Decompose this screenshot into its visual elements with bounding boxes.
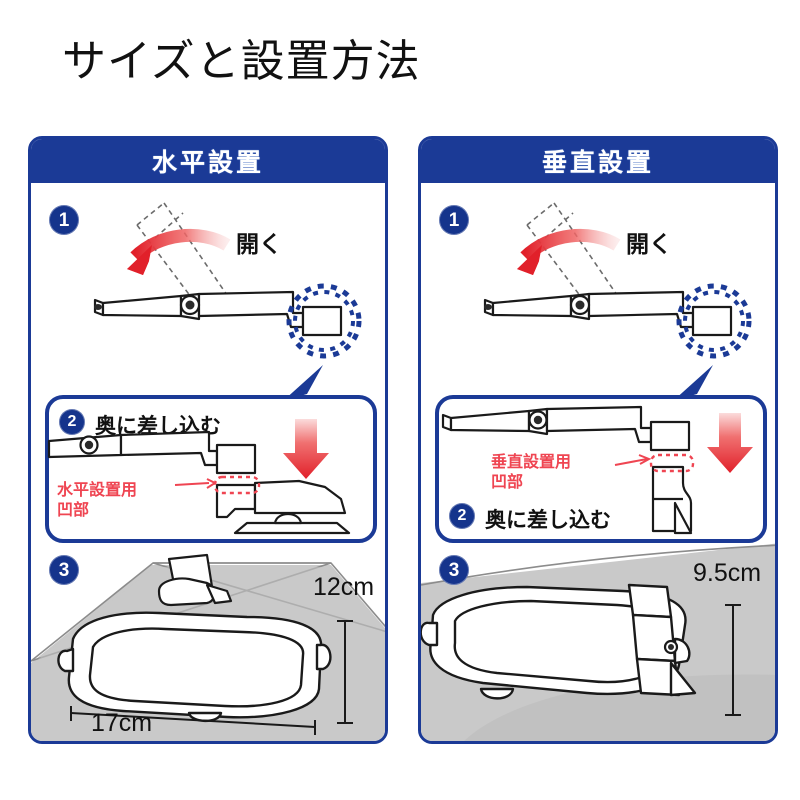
panel-horizontal-install: 水平設置 1 開く: [28, 136, 388, 744]
vertical-step-1-illustration: [483, 202, 752, 359]
panel-vertical-header-label: 垂直設置: [541, 149, 654, 177]
panel-horizontal-body: 1 開く: [31, 183, 385, 741]
horizontal-red-note-line1: 水平設置用: [57, 482, 138, 499]
vertical-dimension-lines: [725, 604, 741, 716]
horizontal-step-2-illustration: [47, 419, 351, 535]
dotted-burst-circle-icon: [286, 283, 362, 359]
red-down-arrow-icon: [283, 419, 329, 479]
vertical-recess-dotted-marker: [649, 453, 695, 473]
horizontal-dimension-height: 12cm: [313, 573, 375, 601]
horizontal-step-1-illustration: [93, 202, 362, 359]
horizontal-step-2-box: 2 奥に差し込む 水平設置用 凹部: [45, 395, 377, 543]
red-down-arrow-icon: [707, 413, 753, 473]
panel-horizontal-header-label: 水平設置: [151, 149, 264, 177]
vertical-step-3: 3 9.5cm: [421, 543, 775, 741]
horizontal-step-3-illustration: [31, 553, 385, 741]
panel-vertical-header: 垂直設置: [421, 139, 775, 183]
vertical-red-note-line1: 垂直設置用: [491, 454, 572, 471]
red-curve-arrow-icon: [127, 228, 231, 275]
horizontal-step-1: 1 開く: [31, 183, 385, 383]
vertical-step-3-illustration: [421, 543, 775, 741]
step-badge-2-vertical: 2: [449, 503, 475, 529]
vertical-step-2-red-note: 垂直設置用 凹部: [491, 453, 571, 493]
horizontal-callout-pointer: [283, 365, 323, 401]
horizontal-step-3: 3 12cm 17cm: [31, 543, 385, 741]
vertical-step-1-instruction: 開く: [626, 231, 672, 257]
vertical-red-note-line2: 凹部: [491, 474, 524, 491]
vertical-step-2-illustration: [441, 405, 753, 535]
step-badge-1-horizontal: 1: [49, 205, 79, 235]
step-badge-2-horizontal: 2: [59, 409, 85, 435]
panel-vertical-body: 1 開く: [421, 183, 775, 741]
panel-vertical-install: 垂直設置 1 開く: [418, 136, 778, 744]
page-title: サイズと設置方法: [62, 37, 421, 86]
vertical-step-2-box: 2 奥に差し込む 垂直設置用 凹部: [435, 395, 767, 543]
horizontal-red-note-line2: 凹部: [57, 502, 90, 519]
panel-horizontal-header: 水平設置: [31, 139, 385, 183]
vertical-step-1: 1 開く: [421, 183, 775, 383]
step-badge-3-horizontal: 3: [49, 555, 79, 585]
horizontal-recess-dotted-marker: [213, 475, 261, 495]
vertical-callout-pointer: [673, 365, 713, 401]
horizontal-dimension-width: 17cm: [91, 709, 153, 737]
vertical-step-2-instruction: 奥に差し込む: [485, 509, 611, 532]
horizontal-step-1-instruction: 開く: [236, 231, 282, 257]
step-badge-1-vertical: 1: [439, 205, 469, 235]
vertical-dimension-height: 9.5cm: [693, 559, 762, 587]
step-badge-3-vertical: 3: [439, 555, 469, 585]
dotted-burst-circle-icon: [676, 283, 752, 359]
horizontal-step-2-red-note: 水平設置用 凹部: [57, 481, 137, 521]
horizontal-dimension-lines: [70, 620, 353, 735]
red-curve-arrow-icon: [517, 228, 621, 275]
